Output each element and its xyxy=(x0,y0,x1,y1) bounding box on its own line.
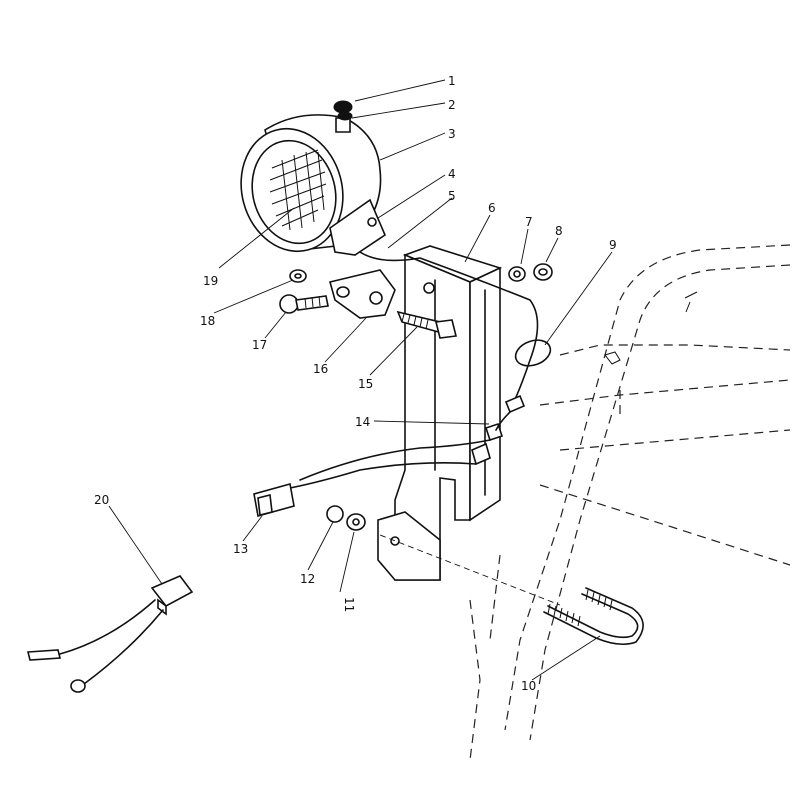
callout-9: 9 xyxy=(609,238,617,252)
callout-labels: 1 2 3 4 5 6 7 8 9 10 11 12 13 14 15 16 1… xyxy=(94,74,617,693)
callout-18: 18 xyxy=(200,314,215,328)
callout-1: 1 xyxy=(448,74,456,88)
cab-frame xyxy=(469,244,791,761)
callout-15: 15 xyxy=(358,377,373,391)
callout-13: 13 xyxy=(233,542,248,556)
ground-lead xyxy=(26,575,194,693)
headlight-lens-grid xyxy=(269,149,327,231)
callout-5: 5 xyxy=(448,189,456,203)
callout-leaders xyxy=(108,79,613,681)
callout-17: 17 xyxy=(252,338,267,352)
callout-7: 7 xyxy=(525,215,533,229)
callout-6: 6 xyxy=(488,201,496,215)
u-bolt xyxy=(379,534,644,646)
callout-14: 14 xyxy=(355,415,370,429)
work-light xyxy=(240,100,539,411)
mounting-bracket xyxy=(377,245,503,581)
callout-11: 11 xyxy=(342,597,356,612)
callout-20: 20 xyxy=(94,493,109,507)
swivel-bracket xyxy=(279,269,457,339)
callout-12: 12 xyxy=(300,572,315,586)
callout-3: 3 xyxy=(448,127,456,141)
callout-8: 8 xyxy=(555,224,563,238)
wire-harness xyxy=(253,339,552,518)
hardware-nuts xyxy=(326,263,553,531)
callout-4: 4 xyxy=(448,167,456,181)
callout-2: 2 xyxy=(448,98,456,112)
callout-19: 19 xyxy=(203,274,218,288)
callout-16: 16 xyxy=(313,362,328,376)
callout-10: 10 xyxy=(521,679,536,693)
